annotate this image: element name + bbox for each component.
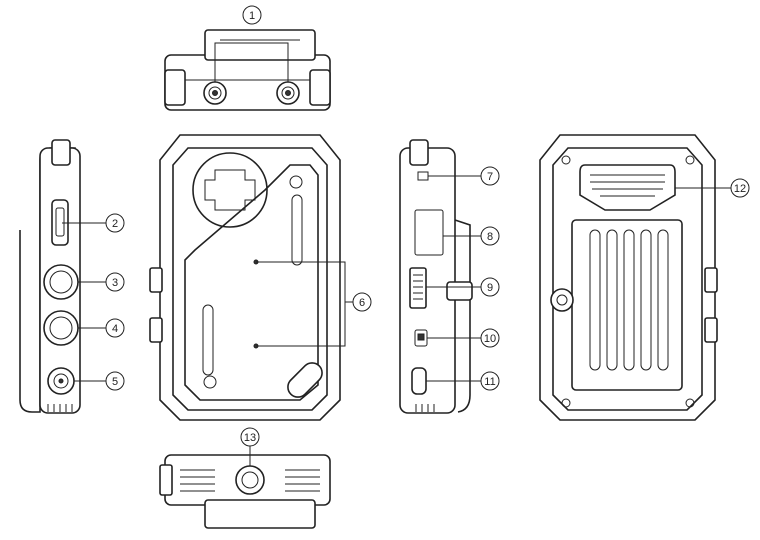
right-side-view: [399, 139, 473, 414]
callout-circle: [480, 226, 500, 246]
callout-6: 6: [352, 292, 372, 312]
callout-number: 5: [112, 376, 118, 388]
callout-number: 12: [734, 183, 746, 195]
callout-circle: [730, 178, 750, 198]
callout-1: 1: [242, 5, 262, 25]
callout-number: 9: [487, 282, 493, 294]
callout-circle: [105, 371, 125, 391]
callout-9: 9: [480, 277, 500, 297]
callout-5: 5: [105, 371, 125, 391]
callout-11: 11: [480, 371, 500, 391]
callout-number: 10: [484, 333, 496, 345]
callout-3: 3: [105, 272, 125, 292]
top-view: [164, 29, 331, 111]
callout-number: 3: [112, 277, 118, 289]
callout-circle: [240, 427, 260, 447]
callout-number: 11: [484, 376, 495, 388]
callout-number: 4: [112, 323, 118, 335]
callout-number: 6: [359, 297, 365, 309]
callout-circle: [480, 371, 500, 391]
front-view: [149, 134, 341, 421]
callout-number: 8: [487, 231, 493, 243]
callout-circle: [105, 213, 125, 233]
callout-number: 13: [244, 432, 256, 444]
callout-circle: [242, 5, 262, 25]
callout-circle: [480, 166, 500, 186]
callout-10: 10: [480, 328, 500, 348]
leader-lines: [62, 42, 731, 466]
callout-8: 8: [480, 226, 500, 246]
callout-13: 13: [240, 427, 260, 447]
callout-circle: [480, 277, 500, 297]
callout-circle: [480, 328, 500, 348]
callout-number: 7: [487, 171, 493, 183]
callout-7: 7: [480, 166, 500, 186]
callout-circle: [352, 292, 372, 312]
callout-12: 12: [730, 178, 750, 198]
callout-circle: [105, 272, 125, 292]
left-side-view: [19, 139, 81, 414]
back-view: [539, 134, 718, 421]
callout-number: 1: [249, 10, 255, 22]
callout-2: 2: [105, 213, 125, 233]
callout-4: 4: [105, 318, 125, 338]
callout-circle: [105, 318, 125, 338]
bottom-view: [159, 454, 331, 529]
callout-number: 2: [112, 218, 118, 230]
